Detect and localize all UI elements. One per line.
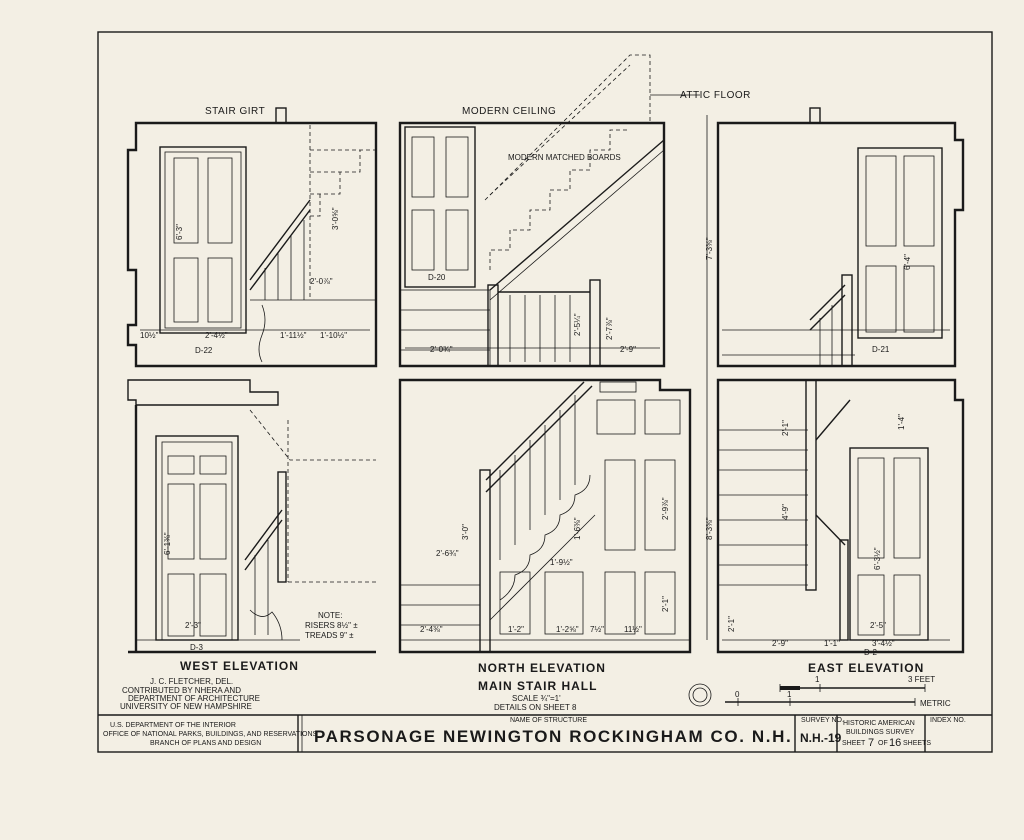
label-modern-ceiling: MODERN CEILING [462,106,556,117]
dim-w1: 6'-3" [175,224,184,240]
dim-n6: 2'-6¾" [436,549,459,558]
scale-metric-zero: 0 [735,690,740,699]
scale-bar [725,684,926,706]
dim-e5: 2'-5" [870,621,886,630]
dim-w7: 1'-10½" [320,331,347,340]
survey-no: N.H.-19 [800,731,842,745]
structure-name: PARSONAGE NEWINGTON ROCKINGHAM CO. N.H. [314,727,792,746]
dim-n5: 3'-0" [461,524,470,540]
scale-note: SCALE ¾"=1' [512,694,561,703]
dim-w3: 2'-0⅞" [310,277,333,286]
label-modern-boards: MODERN MATCHED BOARDS [508,153,621,162]
survey-seal-icon [688,683,712,707]
sheet-word: SHEET [842,740,866,747]
dim-e3: 4'-9" [781,504,790,520]
east-elevation-upper [716,107,965,368]
dim-e7: 2'-9" [772,639,788,648]
details-note: DETAILS ON SHEET 8 [494,703,577,712]
west-elevation-lower [127,379,376,654]
scale-three-feet: 3 FEET [908,675,935,684]
agency-line2: OFFICE OF NATIONAL PARKS, BUILDINGS, AND… [103,731,318,738]
east-elevation-lower [716,378,965,654]
index-no-label: INDEX NO. [930,717,966,724]
dim-n1: 2'-0¾" [430,345,453,354]
dim-n4: 2'-5¼" [573,313,582,336]
door-d22: D-22 [195,346,213,355]
label-stair-girt: STAIR GIRT [205,106,265,117]
survey-no-label: SURVEY NO. [801,717,844,724]
note-treads: TREADS 9" ± [305,631,354,640]
dim-e9: 3'-4½" [872,639,895,648]
dim-n14: 11½" [624,625,642,634]
habs-line2: BUILDINGS SURVEY [846,729,915,736]
credit-line3: UNIVERSITY OF NEW HAMPSHIRE [120,702,252,711]
scale-metric-one: 1 [787,690,792,699]
credit-line1: CONTRIBUTED BY NHERA AND [122,686,241,695]
title-block [98,714,992,752]
sheets-word: SHEETS [903,740,931,747]
title-west-elevation: WEST ELEVATION [180,659,299,673]
north-elevation-upper [398,54,700,368]
dim-n10: 2'-4⅜" [420,625,443,634]
dim-w9: 2'-3" [185,621,201,630]
note-risers: RISERS 8½" ± [305,621,358,630]
note-title: NOTE: [318,611,342,620]
title-north-elevation: NORTH ELEVATION [478,661,606,675]
dim-e1: 6'-4" [903,254,912,270]
dim-n13: 7½" [590,625,604,634]
agency-line1: U.S. DEPARTMENT OF THE INTERIOR [110,722,236,729]
dim-e10: 1'-4" [897,414,906,430]
dim-e6: 2'-1" [727,616,736,632]
scale-one: 1 [815,675,820,684]
door-d3: D-3 [190,643,203,652]
sheet-number: 7 [868,737,874,749]
dim-n12: 1'-2⅝" [556,625,579,634]
dim-e2: 2'-1" [781,420,790,436]
dim-n3: 2'-7⅞" [605,317,614,340]
credit-line2: DEPARTMENT OF ARCHITECTURE [128,694,260,703]
dim-n11: 1'-2" [508,625,524,634]
door-d2: D-2 [864,648,877,657]
north-elevation-lower [398,378,692,654]
west-elevation-upper [126,107,378,368]
label-attic-floor: ATTIC FLOOR [680,90,751,101]
dim-w8: 6'-1⅜" [163,532,172,555]
agency-line3: BRANCH OF PLANS AND DESIGN [150,740,261,747]
dim-n7: 1'-6⅜" [573,517,582,540]
structure-name-label: NAME OF STRUCTURE [510,717,587,724]
door-d21: D-21 [872,345,890,354]
sheet-border [97,31,993,753]
dim-w4: 2'-4½" [205,331,228,340]
dim-c3: 1'-9½" [550,558,573,567]
title-east-elevation: EAST ELEVATION [808,661,924,675]
sheet-total: 16 [889,737,901,749]
dim-n2: 2'-9" [620,345,636,354]
dim-c2: 8'-3⅜" [705,517,714,540]
door-d20: D-20 [428,273,446,282]
habs-line1: HISTORIC AMERICAN [843,720,915,727]
dim-w5: 10½" [140,331,159,340]
scale-metric: METRIC [920,699,951,708]
dim-n8: 2'-9⅞" [661,497,670,520]
dim-e4: 6'-3½" [873,547,882,570]
of-word: OF [878,740,888,747]
dim-c1: 7'-3⅜" [705,237,714,260]
credit-delineator: J. C. FLETCHER, DEL. [150,677,233,686]
dim-w2: 3'-0⅝" [331,207,340,230]
dim-n9: 2'-1" [661,596,670,612]
title-main-stair-hall: MAIN STAIR HALL [478,679,597,693]
dim-w6: 1'-11½" [280,331,307,340]
dim-e8: 1'-1" [824,639,840,648]
